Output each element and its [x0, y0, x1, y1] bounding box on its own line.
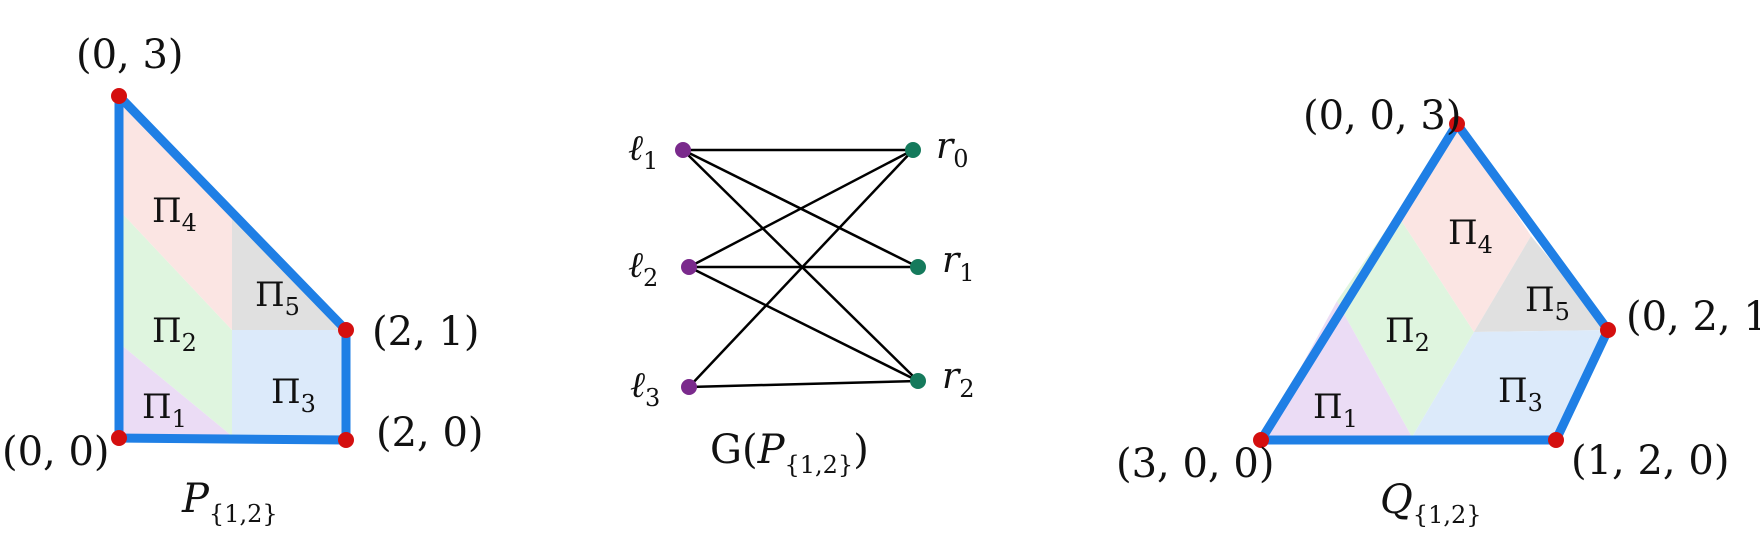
left-node-l3 [681, 379, 697, 395]
right-region-label-pi5: Π5 [1525, 280, 1570, 326]
edge-l1-r2 [682, 149, 919, 382]
edge-l3-r0 [688, 149, 914, 388]
right-vertex-label-1-2-0: (1, 2, 0) [1571, 438, 1729, 484]
right-region-label-pi4: Π4 [1448, 213, 1493, 259]
left-vertex-label-2-1: (2, 1) [372, 309, 480, 355]
left-vertex-0-3 [111, 88, 127, 104]
graph-caption: G(P{1,2}) [710, 427, 869, 479]
right-vertex-label-0-0-3: (0, 0, 3) [1303, 93, 1461, 139]
right-region-pi5 [1474, 236, 1608, 332]
edge-l3-r2 [688, 379, 919, 389]
edge-l2-r2 [688, 265, 919, 383]
left-vertex-label-2-0: (2, 0) [376, 410, 484, 456]
right-region-pi1 [1261, 301, 1412, 440]
left-node-l2 [681, 259, 697, 275]
left-vertex-2-1 [338, 322, 354, 338]
right-node-label-r0: r0 [936, 126, 969, 173]
left-region-label-pi1: Π1 [142, 387, 187, 433]
left-vertex-2-0 [338, 432, 354, 448]
left-vertex-label-0-3: (0, 3) [76, 32, 184, 78]
left-region-label-pi2: Π2 [152, 311, 197, 357]
left-polygon-caption: P{1,2} [181, 476, 278, 528]
left-polygon-panel: (0, 3) (2, 1) (2, 0) (0, 0) Π4 Π2 Π1 Π5 … [2, 32, 484, 528]
left-node-label-l1: ℓ1 [628, 128, 658, 175]
right-region-label-pi3: Π3 [1498, 371, 1543, 417]
left-node-label-l2: ℓ2 [628, 245, 658, 292]
left-region-pi4 [119, 96, 232, 330]
right-vertex-0-2-1 [1600, 322, 1616, 338]
left-region-pi2 [119, 210, 232, 436]
left-region-label-pi3: Π3 [271, 372, 316, 418]
right-region-pi3 [1412, 330, 1608, 440]
right-node-r2 [910, 373, 926, 389]
right-region-label-pi2: Π2 [1385, 311, 1430, 357]
left-node-l1 [675, 142, 691, 158]
right-vertex-label-3-0-0: (3, 0, 0) [1116, 441, 1274, 487]
right-polygon-caption: Q{1,2} [1380, 477, 1482, 529]
right-vertex-label-0-2-1: (0, 2, 1) [1626, 294, 1760, 340]
right-vertex-0-0-3 [1449, 116, 1465, 132]
edge-l2-r0 [688, 148, 914, 269]
right-polygon-panel: (0, 0, 3) (0, 2, 1) (1, 2, 0) (3, 0, 0) … [1116, 93, 1760, 529]
left-region-label-pi5: Π5 [255, 275, 300, 321]
right-node-r0 [905, 142, 921, 158]
left-vertex-0-0 [111, 430, 127, 446]
right-region-label-pi1: Π1 [1313, 387, 1358, 433]
left-node-label-l3: ℓ3 [630, 365, 660, 412]
left-region-label-pi4: Π4 [152, 191, 197, 237]
right-vertex-1-2-0 [1548, 432, 1564, 448]
right-node-r1 [910, 259, 926, 275]
graph-edges [682, 148, 919, 389]
left-vertex-label-0-0: (0, 0) [2, 429, 110, 475]
right-node-label-r2: r2 [942, 356, 975, 403]
left-region-pi1 [119, 343, 232, 438]
right-region-pi4 [1397, 124, 1531, 332]
right-vertex-3-0-0 [1253, 432, 1269, 448]
bipartite-graph-panel: ℓ1 ℓ2 ℓ3 r0 r1 r2 G(P{1,2}) [628, 126, 975, 479]
left-region-pi3 [232, 330, 346, 440]
right-node-label-r1: r1 [942, 240, 975, 287]
